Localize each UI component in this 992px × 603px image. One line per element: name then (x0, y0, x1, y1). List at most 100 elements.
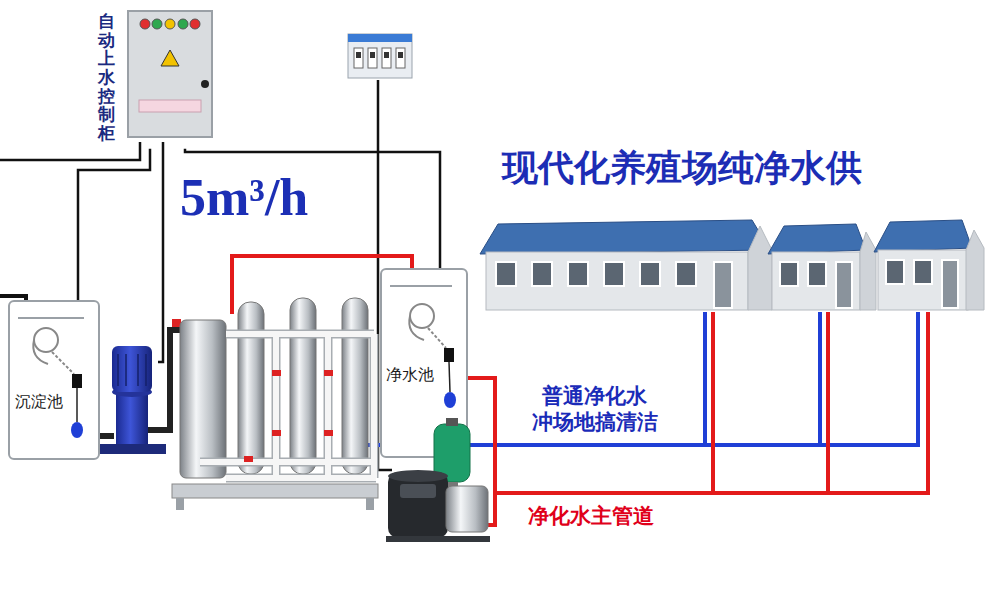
houses-part (748, 226, 772, 310)
filter-unit-part-part (226, 475, 376, 481)
houses-part (780, 262, 798, 286)
cabinet-title: 自动上水控制柜 (98, 12, 115, 143)
filter-unit-part (200, 334, 376, 478)
houses-part (480, 220, 770, 254)
level-probe (444, 392, 456, 408)
float-arm (33, 340, 48, 364)
feed-pump-part (116, 392, 148, 444)
filter-unit-part (200, 334, 376, 478)
control-wires-part (158, 142, 163, 362)
filter-unit-part (324, 370, 333, 376)
indicator-light (178, 19, 188, 29)
indicator-light (152, 19, 162, 29)
control-wire (78, 149, 150, 300)
filter-unit-part (172, 484, 378, 498)
warning-sign (161, 50, 179, 66)
circuit-breaker-part (348, 34, 412, 78)
houses-part (874, 220, 972, 252)
circuit-breaker-part (396, 48, 405, 68)
float-bar (390, 285, 452, 287)
filter-unit-part-part (226, 474, 376, 483)
control-cabinet-box: 自动上水控制柜 (70, 8, 216, 149)
feed-pump-part (148, 330, 182, 430)
blue-pipe-part (916, 312, 920, 445)
filter-unit-part (272, 430, 281, 436)
booster-pump-part (446, 486, 488, 532)
red-pipe-part (926, 312, 930, 493)
tank-name: 沉淀池 (15, 392, 98, 413)
filter-unit (172, 298, 378, 510)
houses-part (808, 262, 826, 286)
filter-unit-part-part (226, 330, 374, 339)
filter-unit-part (366, 498, 374, 510)
filter-unit-part-part (200, 459, 376, 465)
red-pipe-part (826, 312, 830, 493)
circuit-breaker-part (368, 48, 377, 68)
tank-name: 净水池 (386, 365, 466, 386)
blue-pipe-part (818, 312, 822, 445)
filter-unit-part (180, 320, 226, 478)
houses-part (886, 260, 904, 284)
houses-part (772, 252, 860, 310)
circuit-breaker-part (384, 52, 389, 58)
filter-unit-part (324, 430, 333, 436)
feed-pump-part (137, 354, 139, 386)
houses-part (836, 262, 852, 308)
filter-unit-part-part (325, 334, 331, 478)
switch-cable (449, 362, 450, 392)
flow-rate: 5m³/h (180, 168, 308, 227)
knob (201, 80, 209, 88)
level-switch (444, 348, 454, 362)
float-chain (428, 328, 446, 348)
tank-float-icon (10, 302, 94, 458)
float-ball (34, 328, 58, 352)
houses-part (914, 260, 932, 284)
level-probe (71, 422, 83, 438)
pipe-label: 普通净化水 冲场地搞清洁 (530, 383, 659, 436)
houses (480, 220, 984, 310)
nameplate (139, 100, 201, 112)
circuit-breaker-part (398, 52, 403, 58)
water-tank: 沉淀池 (8, 300, 100, 460)
filter-unit-part-part (370, 334, 379, 478)
circuit-breaker-part (356, 52, 361, 58)
feed-pump-part (112, 346, 152, 392)
feed-pump-part (100, 444, 166, 454)
pipe-label: 净化水主管道 (528, 502, 654, 530)
houses-part (878, 250, 968, 310)
feed-pump-part (117, 354, 119, 386)
houses-part (496, 262, 516, 286)
cabinet-body (128, 11, 212, 137)
float-arm (409, 316, 424, 340)
houses-part (966, 230, 984, 310)
filter-unit-part (244, 456, 253, 462)
filter-unit-part (342, 298, 368, 474)
houses-part (604, 262, 624, 286)
houses-part (676, 262, 696, 286)
control-cabinet (127, 10, 213, 140)
feed-pump (95, 319, 182, 454)
booster-pump-part (386, 536, 490, 542)
houses-part (714, 262, 732, 308)
booster-pump-part (446, 418, 458, 426)
float-ball (410, 304, 434, 328)
float-chain (52, 352, 74, 374)
houses-part (768, 224, 866, 254)
level-switch (72, 374, 82, 388)
circuit-breaker-part (382, 48, 391, 68)
filter-unit-part-part (200, 458, 376, 467)
indicator-light (190, 19, 200, 29)
filter-unit-part (290, 298, 316, 474)
filter-unit-part-part (273, 334, 279, 478)
filter-unit-part (238, 302, 264, 474)
houses-part (532, 262, 552, 286)
red-pipe-part (711, 312, 715, 493)
filter-unit-part (176, 498, 184, 510)
indicator-light (165, 19, 175, 29)
circuit-breaker-part (370, 52, 375, 58)
circuit-breaker-part (354, 48, 363, 68)
filter-unit-part-part (272, 334, 281, 478)
diagram-title: 现代化养殖场纯净水供 (502, 144, 862, 193)
